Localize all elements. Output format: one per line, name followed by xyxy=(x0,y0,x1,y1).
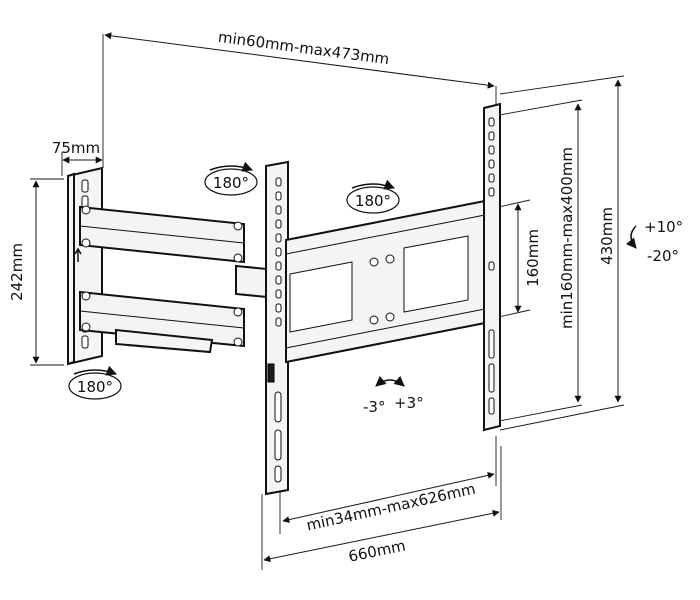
level-indicator: -3° +3° xyxy=(363,375,424,416)
swivel-badge-middle: 180° xyxy=(346,179,400,214)
level-arrow-icon xyxy=(375,375,405,387)
swivel-bottom-left-label: 180° xyxy=(77,378,113,396)
tilt-down-label: -20° xyxy=(647,247,679,265)
level-minus-label: -3° xyxy=(363,398,385,416)
wall-plate-depth-label: 75mm xyxy=(52,139,100,157)
tilt-indicator: +10° -20° xyxy=(625,218,683,265)
tilt-arrow-icon xyxy=(625,225,637,249)
level-plus-label: +3° xyxy=(394,394,424,412)
bracket-height-label: 430mm xyxy=(598,207,616,265)
swivel-top-left-label: 180° xyxy=(213,174,249,192)
vesa-vertical-range-label: min160mm-max400mm xyxy=(558,147,576,329)
right-vertical-rail xyxy=(483,102,501,432)
swivel-middle-label: 180° xyxy=(355,192,391,210)
dimension-lines xyxy=(30,32,625,570)
vesa-vertical-min-label: 160mm xyxy=(524,229,542,287)
arm-extension-label: min60mm-max473mm xyxy=(217,28,390,68)
vesa-horizontal-range-label: min34mm-max626mm xyxy=(305,480,477,535)
mount-plate xyxy=(285,198,491,364)
wall-plate xyxy=(67,166,103,366)
swivel-badge-top-left: 180° xyxy=(204,161,258,196)
tilt-up-label: +10° xyxy=(644,218,683,236)
left-vertical-rail xyxy=(265,160,289,496)
swing-arms xyxy=(79,205,279,354)
wall-plate-height-label: 242mm xyxy=(8,243,26,301)
swivel-badge-bottom-left: 180° xyxy=(68,365,122,400)
